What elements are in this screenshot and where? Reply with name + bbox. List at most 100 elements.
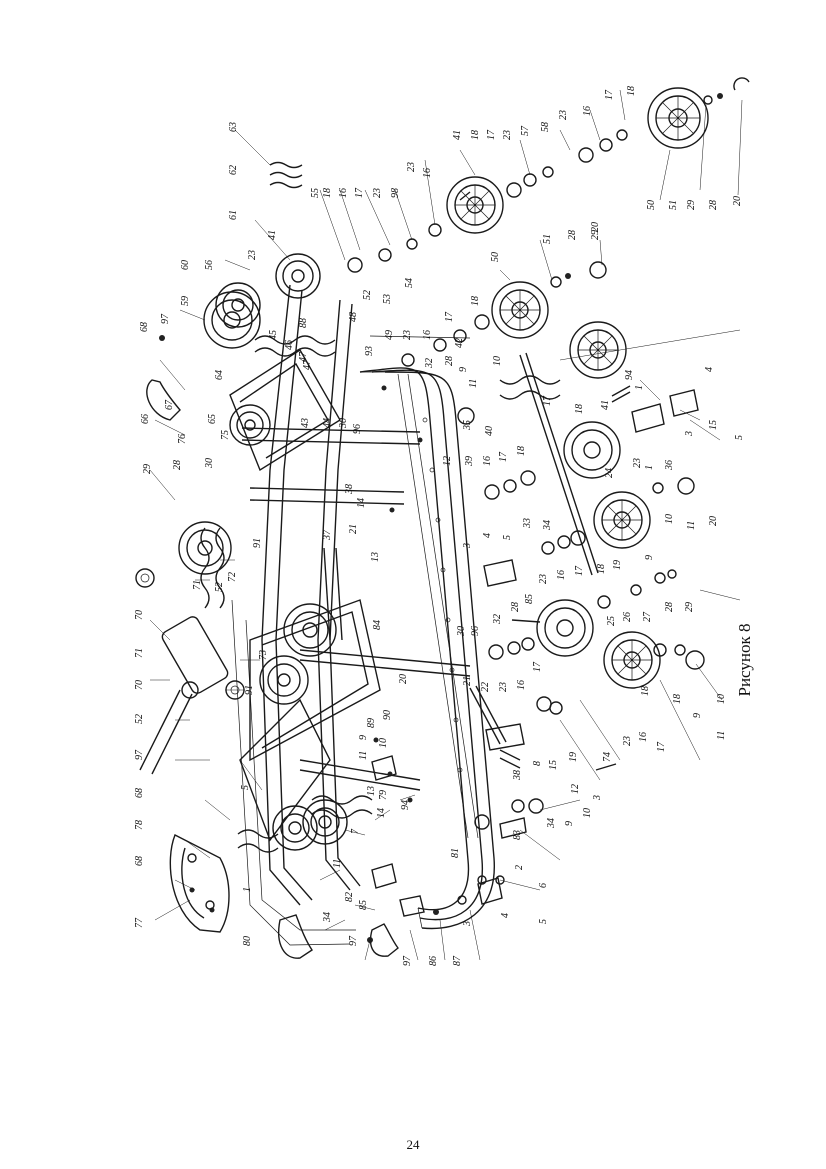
part-callout: 1 bbox=[644, 465, 655, 470]
part-callout: 97 bbox=[348, 935, 359, 946]
part-callout: 16 bbox=[638, 732, 649, 742]
part-callout: 19 bbox=[612, 560, 623, 570]
part-callout: 34 bbox=[546, 818, 557, 829]
part-callout: 11 bbox=[686, 521, 697, 530]
part-callout: 15 bbox=[548, 760, 559, 770]
part-callout: 10 bbox=[492, 356, 503, 366]
part-callout: 18 bbox=[672, 694, 683, 704]
part-callout: 28 bbox=[567, 230, 578, 240]
part-callout: 46 bbox=[284, 340, 295, 350]
part-callout: 44 bbox=[322, 418, 333, 428]
part-callout: 72 bbox=[227, 572, 238, 582]
part-callout: 8 bbox=[532, 761, 543, 766]
part-callout: 29 bbox=[684, 602, 695, 612]
part-callout: 70 bbox=[134, 680, 145, 690]
part-callout: 29 bbox=[142, 464, 153, 474]
part-callout: 73 bbox=[258, 650, 269, 660]
part-callout: 17 bbox=[486, 129, 497, 140]
part-callout: 57 bbox=[520, 125, 531, 136]
part-callout: 16 bbox=[516, 680, 527, 690]
part-callout: 80 bbox=[242, 936, 253, 946]
part-callout: 10 bbox=[378, 738, 389, 748]
part-callout: 79 bbox=[378, 790, 389, 800]
part-callout: 81 bbox=[450, 848, 461, 858]
part-callout: 93 bbox=[364, 346, 375, 356]
part-callout: 55 bbox=[310, 188, 321, 198]
part-callout: 51 bbox=[542, 234, 553, 244]
part-callout: 17 bbox=[604, 89, 615, 100]
part-callout: 23 bbox=[498, 682, 509, 692]
part-callout: 34 bbox=[322, 912, 333, 923]
idler-wheels bbox=[178, 87, 709, 851]
part-callout: 19 bbox=[568, 752, 579, 762]
part-callout: 3 bbox=[592, 795, 603, 801]
part-callout: 30 bbox=[338, 418, 349, 429]
part-callout: 4 bbox=[482, 533, 493, 538]
part-callout: 89 bbox=[366, 718, 377, 728]
part-callout: 54 bbox=[404, 278, 415, 288]
part-callout: 25 bbox=[606, 616, 617, 626]
rods bbox=[469, 352, 599, 745]
part-callout: 15 bbox=[708, 420, 719, 430]
part-callout: 68 bbox=[139, 322, 150, 332]
brackets bbox=[371, 389, 699, 905]
part-callout: 53 bbox=[382, 294, 393, 304]
part-callout: 5 bbox=[734, 435, 745, 440]
part-callout: 33 bbox=[522, 518, 533, 529]
part-callout: 97 bbox=[402, 955, 413, 966]
part-callout: 91 bbox=[252, 538, 263, 548]
part-callout: 17 bbox=[354, 187, 365, 198]
part-callout: 42 bbox=[454, 338, 465, 348]
part-callout: 38 bbox=[344, 484, 355, 495]
part-callout: 5 bbox=[240, 785, 251, 790]
part-callout: 91 bbox=[244, 685, 255, 695]
part-callout: 18 bbox=[574, 404, 585, 414]
part-callout: 18 bbox=[626, 86, 637, 96]
part-callout: 30 bbox=[204, 458, 215, 469]
part-callout: 32 bbox=[424, 358, 435, 369]
part-callout: 10 bbox=[716, 694, 727, 704]
part-callout: 63 bbox=[228, 122, 239, 132]
page-number: 24 bbox=[406, 1137, 420, 1152]
part-callout: 48 bbox=[348, 312, 359, 322]
part-callout: 3 bbox=[462, 543, 473, 549]
part-callout: 52 bbox=[362, 290, 373, 300]
part-callout: 21 bbox=[348, 524, 359, 534]
part-callout: 41 bbox=[452, 130, 463, 140]
part-callout: 67 bbox=[164, 399, 175, 410]
part-callout: 28 bbox=[664, 602, 675, 612]
part-callout: 82 bbox=[344, 892, 355, 902]
part-callout: 68 bbox=[134, 856, 145, 866]
part-callout: 18 bbox=[640, 686, 651, 696]
part-callout: 52 bbox=[134, 714, 145, 724]
part-callout: 11 bbox=[332, 859, 343, 868]
part-callout: 23 bbox=[402, 330, 413, 340]
part-callout: 16 bbox=[422, 168, 433, 178]
part-callout: 84 bbox=[372, 620, 383, 630]
part-callout: 21 bbox=[462, 676, 473, 686]
part-callout: 50 bbox=[646, 200, 657, 210]
part-callout: 61 bbox=[228, 210, 239, 220]
part-callout: 10 bbox=[664, 514, 675, 524]
part-callout: 51 bbox=[668, 200, 679, 210]
part-callout: 49 bbox=[384, 330, 395, 340]
part-callout: 23 bbox=[622, 736, 633, 746]
part-callout: 77 bbox=[134, 917, 145, 928]
part-callout: 18 bbox=[470, 130, 481, 140]
part-callout: 23 bbox=[632, 458, 643, 468]
part-callout: 43 bbox=[300, 418, 311, 428]
part-callout: 16 bbox=[482, 456, 493, 466]
part-callout: 97 bbox=[134, 749, 145, 760]
part-callout: 71 bbox=[134, 648, 145, 658]
part-callout: 12 bbox=[570, 784, 581, 794]
part-callout: 20 bbox=[590, 222, 601, 232]
part-callout: 65 bbox=[207, 414, 218, 424]
part-callout: 28 bbox=[172, 460, 183, 470]
part-callout: 90 bbox=[382, 710, 393, 720]
part-callout: 39 bbox=[464, 456, 475, 467]
part-callout: 18 bbox=[596, 564, 607, 574]
part-callout: 40 bbox=[484, 426, 495, 436]
part-callout: 74 bbox=[602, 752, 613, 762]
part-callout: 5 bbox=[502, 535, 513, 540]
